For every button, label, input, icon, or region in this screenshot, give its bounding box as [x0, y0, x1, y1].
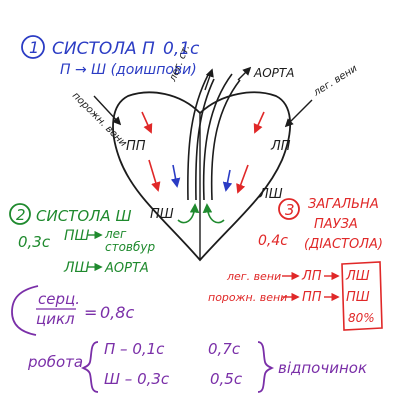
vena-cava-arrow [93, 95, 122, 126]
cycle-equals: = [84, 303, 97, 322]
phase3-percent: 80% [348, 311, 375, 325]
phase3-bracket-box [341, 261, 383, 331]
phase3-row2-to: ПП [302, 290, 322, 305]
green-arrow-rv [177, 203, 200, 224]
phase1-number: 1 [29, 38, 39, 57]
blue-arrow-rv [170, 164, 181, 188]
phase3-duration: 0,4с [258, 233, 288, 249]
phase2-flow1-to: лег [104, 227, 127, 241]
chamber-right-ventricle: ПШ [150, 207, 174, 222]
phase3-block: 3 ЗАГАЛЬНА ПАУЗА (ДІАСТОЛА) 0,4с лег. ве… [208, 197, 383, 331]
phase3-row1-to: ЛП [301, 269, 322, 284]
phase3-row2-end: ПШ [346, 290, 370, 305]
cycle-bracket [11, 285, 39, 336]
work-row2-name: Ш – 0,3с [104, 370, 170, 388]
pulm-veins-arrow [284, 99, 313, 128]
work-brace [80, 341, 99, 393]
cycle-block: серц. цикл = 0,8с [11, 285, 134, 336]
vena-cava-label: порожн. вени [70, 90, 129, 149]
chamber-right-atrium: ПП [126, 139, 146, 154]
phase1-number-circle [21, 35, 45, 59]
work-row2-rest: 0,5с [210, 370, 243, 388]
aorta-out-arrow [237, 66, 252, 81]
phase3-row1-from: лег. вени [226, 270, 281, 283]
work-block: робота П – 0,1с 0,7с Ш – 0,3с 0,5с відпо… [27, 340, 367, 393]
phase3-title-line2: ПАУЗА [314, 217, 358, 232]
red-arrow-ra-inflow [141, 111, 153, 134]
phase3-title-line3: (ДІАСТОЛА) [304, 237, 383, 252]
phase3-number: 3 [285, 201, 295, 219]
pulmonary-trunk-inner [195, 78, 215, 201]
rest-brace [257, 341, 275, 393]
work-label: робота [27, 353, 83, 371]
phase2-flow1-to-line2: стовбур [105, 240, 156, 254]
work-row1-name: П – 0,1с [104, 340, 165, 358]
red-arrow-la-inflow [253, 111, 265, 134]
phase2-duration: 0,3с [18, 233, 51, 251]
aorta-vessel-inner [210, 79, 241, 201]
chamber-left-atrium: ЛП [270, 139, 291, 154]
pulm-veins-label: лег. вени [311, 63, 360, 99]
phase2-title: СИСТОЛА Ш [36, 207, 132, 225]
cycle-label-line1: серц. [38, 290, 80, 308]
pulmonary-trunk [187, 74, 209, 201]
phase3-row1-end: ЛШ [345, 269, 370, 284]
aorta-vessel [202, 73, 233, 201]
pulmonary-out-arrow [204, 68, 214, 91]
cycle-value: 0,8с [100, 303, 134, 322]
phase1-block: 1 СИСТОЛА П 0,1с П → Ш (доишпови) [21, 35, 200, 78]
phase2-flow2-to: АОРТА [104, 261, 149, 276]
phase1-title: СИСТОЛА П [52, 39, 155, 59]
red-arrow-la-to-lv [236, 164, 249, 194]
phase1-duration: 0,1с [163, 39, 200, 59]
phase3-number-circle [278, 198, 300, 220]
aorta-label: АОРТА [253, 66, 294, 80]
rest-label: відпочинок [278, 359, 367, 377]
chamber-left-ventricle: ЛШ [258, 187, 283, 202]
cycle-label-line2: цикл [36, 310, 75, 328]
phase2-number: 2 [16, 206, 26, 224]
blue-arrow-lv [222, 169, 233, 192]
green-arrow-lv [202, 203, 225, 224]
phase2-block: 2 СИСТОЛА Ш 0,3с ПШ лег стовбур ЛШ АОРТА [9, 203, 156, 276]
phase2-flow1-from: ПШ [64, 228, 90, 244]
work-row1-rest: 0,7с [208, 340, 241, 358]
phase3-row2-from: порожн. вени [208, 291, 287, 304]
phase3-title-line1: ЗАГАЛЬНА [308, 197, 379, 212]
phase2-number-circle [9, 203, 31, 225]
red-arrow-ra-to-rv [148, 159, 161, 192]
phase2-flow2-from: ЛШ [63, 260, 90, 276]
phase1-flow: П → Ш (доишпови) [60, 62, 197, 78]
